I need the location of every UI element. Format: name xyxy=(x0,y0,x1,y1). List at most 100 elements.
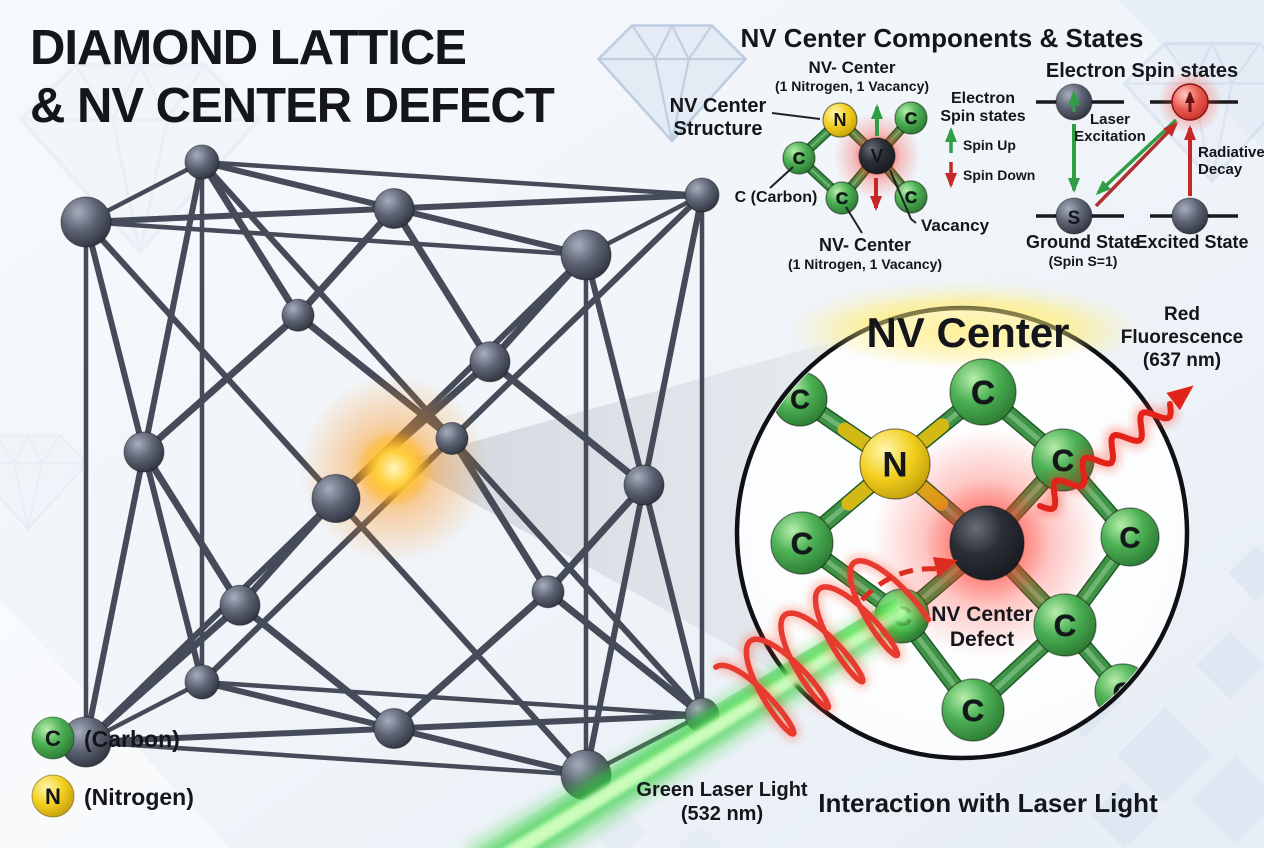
atom-symbol: C xyxy=(793,149,805,168)
lattice-bond xyxy=(641,192,705,488)
structure-callout-line xyxy=(771,112,821,120)
nv-site-glow-core xyxy=(356,430,432,507)
fluorescence-arrowhead xyxy=(1166,385,1194,411)
carbon-atom xyxy=(1100,507,1160,567)
vacancy-callout: Vacancy xyxy=(921,216,990,235)
vacancy-callout-line xyxy=(889,169,917,224)
vacancy-atom xyxy=(858,137,896,175)
laser xyxy=(464,554,958,848)
lattice-bond xyxy=(236,601,398,732)
lattice-bond xyxy=(83,449,147,745)
defect-label-line1: NV Center xyxy=(931,603,1033,626)
structure-label-line2: Structure xyxy=(674,118,763,140)
nitrogen-legend-sphere xyxy=(31,774,75,818)
atom-symbol: N xyxy=(882,446,907,485)
spin-legend-heading-line2: Spin states xyxy=(940,108,1025,125)
lattice-bond xyxy=(391,205,589,258)
lattice-bond xyxy=(390,588,552,732)
radiative-decay-line2: Decay xyxy=(1198,161,1243,178)
lattice-bond xyxy=(641,482,705,718)
lattice-bond xyxy=(294,205,398,319)
laser-excitation-line1: Laser xyxy=(1090,111,1130,128)
carbon-legend-symbol: C xyxy=(45,726,61,751)
defect-label-line2: Defect xyxy=(950,628,1014,651)
lattice-bond xyxy=(544,481,648,596)
atom-symbol: C xyxy=(905,188,917,207)
carbon-callout-line xyxy=(769,166,794,189)
bottom-labels: Green Laser Light (532 nm) Interaction w… xyxy=(636,779,1158,825)
lattice-atom xyxy=(281,298,315,332)
atom-symbol: C xyxy=(1054,608,1076,643)
lattice-bond xyxy=(199,159,705,198)
lattice-atom xyxy=(373,708,415,749)
carbon-atom xyxy=(941,678,1005,742)
title-line1: DIAMOND LATTICE xyxy=(30,21,466,75)
bottom-callout-line xyxy=(845,206,863,234)
lattice-bond xyxy=(486,358,648,489)
top-caption-line1: NV- Center xyxy=(809,58,896,77)
fluorescence-line2: Fluorescence xyxy=(1121,327,1244,348)
lattice-atom xyxy=(311,474,361,523)
lattice-bond xyxy=(391,192,705,212)
lattice-atom xyxy=(373,188,415,229)
nitrogen-legend-symbol: N xyxy=(45,784,61,809)
components-panel: NV Center Components & States NV- Center… xyxy=(670,23,1144,272)
lattice-bond xyxy=(83,725,397,745)
bond-yellow-stub xyxy=(841,480,875,511)
lattice-bond xyxy=(140,311,302,456)
lattice-bond xyxy=(199,159,397,212)
atom-symbol: C xyxy=(962,693,984,728)
atom-symbol: C xyxy=(1052,443,1074,478)
lattice-atom xyxy=(623,464,665,506)
carbon-atom xyxy=(894,180,928,214)
lattice-bond xyxy=(583,252,647,488)
lattice-atom xyxy=(123,431,165,473)
lattice-bond xyxy=(199,679,397,732)
lattice-bond xyxy=(391,725,589,778)
atom-symbol: C xyxy=(790,385,810,415)
nitrogen-atom xyxy=(859,428,931,500)
carbon-callout: C (Carbon) xyxy=(735,189,818,206)
laser-excitation-line2: Excitation xyxy=(1074,128,1146,145)
fluorescence-wave-arrow xyxy=(1037,401,1174,512)
lattice-atom xyxy=(435,422,469,455)
carbon-atom xyxy=(782,141,816,175)
lattice-bond xyxy=(198,158,302,319)
atom-symbol: V xyxy=(871,146,884,167)
lattice-bond xyxy=(449,192,705,442)
atom-symbol: N xyxy=(834,110,847,130)
title-halo-inner xyxy=(815,293,1115,369)
interaction-heading: Interaction with Laser Light xyxy=(818,788,1158,818)
radiative-decay-line1: Radiative xyxy=(1198,144,1264,161)
lattice-legend: C (Carbon) N (Nitrogen) xyxy=(31,716,194,818)
atom-symbol: C xyxy=(971,374,995,411)
ground-state-sub: (Spin S=1) xyxy=(1049,253,1118,269)
excited-state-sphere xyxy=(1171,197,1209,235)
lattice-bond xyxy=(544,588,706,719)
top-caption-line2: (1 Nitrogen, 1 Vacancy) xyxy=(775,78,929,94)
atom-symbol: C xyxy=(1120,522,1141,554)
lattice-atom xyxy=(684,177,720,213)
carbon-atom xyxy=(770,511,834,575)
fluorescence-line3: (637 nm) xyxy=(1143,350,1221,371)
laser-label-line1: Green Laser Light xyxy=(636,779,807,801)
bond-yellow-stub xyxy=(837,422,873,451)
lattice-bond xyxy=(583,482,647,778)
lattice-bond xyxy=(83,219,147,455)
lattice-atom xyxy=(184,144,220,180)
excited-state-label: Excited State xyxy=(1135,232,1248,252)
nitrogen-atom xyxy=(822,102,858,138)
components-heading: NV Center Components & States xyxy=(740,23,1143,53)
ground-state-label: Ground State xyxy=(1026,232,1140,252)
lattice-bond xyxy=(390,205,494,366)
lattice-bond xyxy=(449,435,705,718)
photon-spiral xyxy=(713,558,932,737)
nitrogen-legend-label: (Nitrogen) xyxy=(84,784,194,810)
atom-symbol: C xyxy=(836,189,848,208)
title-line2: & NV CENTER DEFECT xyxy=(30,79,555,133)
lattice-bond xyxy=(83,739,589,778)
carbon-atom xyxy=(825,181,859,215)
excitation-arrowhead xyxy=(933,557,958,578)
